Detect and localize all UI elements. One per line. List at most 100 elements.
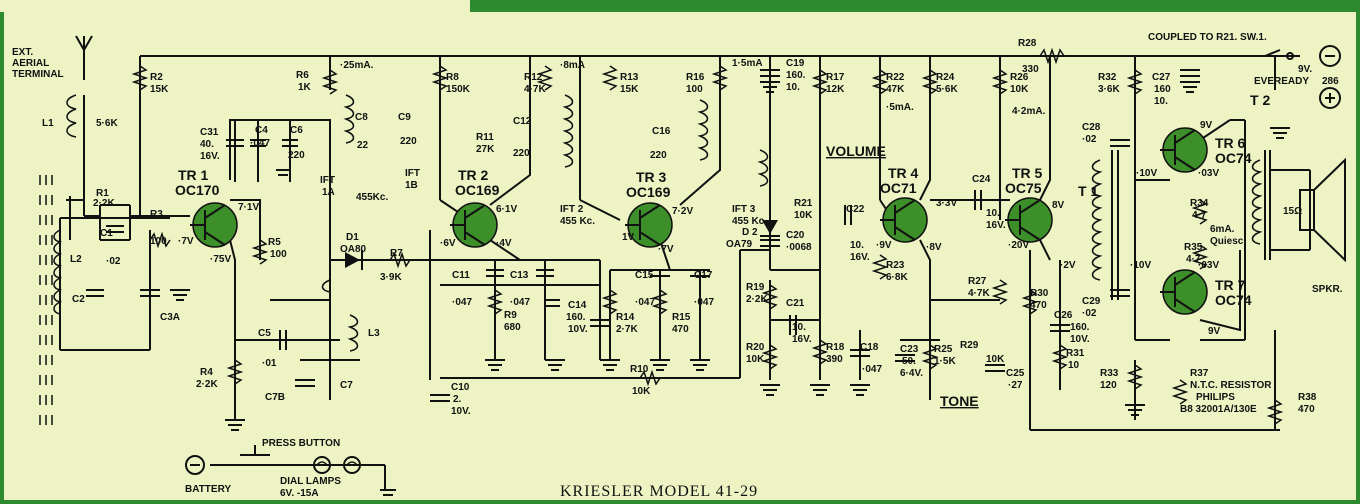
volt-tr5e: ·2V (1060, 260, 1076, 271)
transistor-tr1 (190, 202, 238, 248)
label-R4: R4 (200, 367, 213, 378)
label-C25v: ·27 (1008, 380, 1023, 391)
label-R35: R35 (1184, 242, 1203, 253)
label-R31v: 10 (1068, 360, 1080, 371)
dial-lamps-label: DIAL LAMPS (280, 476, 341, 487)
label-R13: R13 (620, 72, 639, 83)
volt-tr5b: ·20V (1008, 240, 1029, 251)
volt-tr1c: 7·1V (238, 202, 259, 213)
label-R38: R38 (1298, 392, 1317, 403)
transistor-tr4 (880, 197, 928, 243)
label-C23v-1: 50. (902, 356, 916, 367)
label-R4v: 2·2K (196, 379, 218, 390)
label-C29v: ·02 (1082, 308, 1097, 319)
aerial-label-3: TERMINAL (12, 69, 64, 80)
tr6-id: TR 6 (1215, 135, 1246, 151)
label-R9v: 680 (504, 322, 521, 333)
label-R28v: 330 (1022, 64, 1039, 75)
aerial-label-2: AERIAL (12, 58, 49, 69)
tr1-type: OC170 (175, 182, 220, 198)
label-R35v: 4·7 (1186, 254, 1201, 265)
label-R11v: 27K (476, 144, 495, 155)
label-R7: R7 (390, 248, 403, 259)
battery-brand: EVEREADY (1254, 76, 1309, 87)
label-R20: R20 (746, 342, 765, 353)
label-C14v-2: 10V. (568, 324, 588, 335)
label-C28v: ·02 (1082, 134, 1097, 145)
label-R9: R9 (504, 310, 517, 321)
label-R25: R25 (934, 344, 953, 355)
frame-gap (0, 0, 470, 12)
label-C9v: 220 (400, 136, 417, 147)
label-R30v: 470 (1030, 300, 1047, 311)
label-C6: C6 (290, 125, 303, 136)
label-R27: R27 (968, 276, 987, 287)
label-IFT2-2: 455 Kc. (560, 216, 595, 227)
label-R6i: ·25mA. (340, 60, 374, 71)
label-C23v-2: 6·4V. (900, 368, 923, 379)
label-C22v-1: 10. (850, 240, 864, 251)
label-R12i: ·8mA (560, 60, 585, 71)
volt-tr1e: ·75V (210, 254, 231, 265)
label-R17: R17 (826, 72, 845, 83)
label-R8: R8 (446, 72, 459, 83)
label-15ohm: 15Ω (1283, 206, 1302, 217)
label-C26: C26 (1054, 310, 1073, 321)
tr7-type: OC74 (1215, 292, 1252, 308)
label-R17v: 12K (826, 84, 845, 95)
tr4-id: TR 4 (888, 165, 919, 181)
label-R1v: 2·2K (93, 198, 115, 209)
label-R7v: 3·9K (380, 272, 402, 283)
label-R3v: 100 (150, 236, 167, 247)
label-R10v: 10K (632, 386, 651, 397)
label-R24v: 5·6K (936, 84, 958, 95)
label-C19v-2: 10. (786, 82, 800, 93)
label-C31v-2: 16V. (200, 151, 220, 162)
transistor-tr3 (625, 202, 673, 248)
label-R2: R2 (150, 72, 163, 83)
ground-symbols (170, 81, 1290, 496)
label-C10: C10 (451, 382, 470, 393)
label-L1v: 5·6K (96, 118, 118, 129)
label-C17v: ·047 (694, 297, 714, 308)
label-R33: R33 (1100, 368, 1119, 379)
volt-tr4e: ·8V (926, 242, 942, 253)
label-R21v: 10K (794, 210, 813, 221)
chassis-hatching (39, 175, 53, 425)
label-C24v-1: 10. (986, 208, 1000, 219)
transistor-tr2 (450, 202, 498, 248)
tr5-id: TR 5 (1012, 165, 1043, 181)
label-C23: C23 (900, 344, 919, 355)
label-D1: D1 (346, 232, 359, 243)
tr1-id: TR 1 (178, 167, 209, 183)
label-C6v: 220 (288, 150, 305, 161)
label-R12: R12 (524, 72, 543, 83)
label-IFT3-1: IFT 3 (732, 204, 756, 215)
label-R29: R29 (960, 340, 979, 351)
label-IFT1B-1: IFT (405, 168, 420, 179)
label-C15v: ·047 (635, 297, 655, 308)
volt-tr6e: ·03V (1198, 168, 1219, 179)
label-R37: R37 (1190, 368, 1209, 379)
aerial-label-1: EXT. (12, 47, 33, 58)
volt-tr5c: 8V (1052, 200, 1065, 211)
label-IFT1-2: 1A (322, 187, 335, 198)
label-C10v-1: 2. (453, 394, 462, 405)
label-C21v-2: 16V. (792, 334, 812, 345)
label-R3: R3 (150, 209, 163, 220)
battery-voltage: 9V. (1298, 64, 1312, 75)
label-C19: C19 (786, 58, 805, 69)
label-R19v: 2·2K (746, 294, 768, 305)
label-R35i-2: Quiesc. (1210, 236, 1246, 247)
label-R34: R34 (1190, 198, 1209, 209)
label-C1: C1 (100, 228, 113, 239)
volt-tr1b: ·7V (178, 236, 194, 247)
ntc-label-3: B8 32001A/130E (1180, 404, 1257, 415)
transistor-tr6 (1160, 127, 1208, 173)
resistor-symbols (131, 47, 1284, 425)
label-C14v-1: 160. (566, 312, 586, 323)
volt-tr3e: ·7V (658, 244, 674, 255)
label-R5v: 100 (270, 249, 287, 260)
label-C22v-2: 16V. (850, 252, 870, 263)
